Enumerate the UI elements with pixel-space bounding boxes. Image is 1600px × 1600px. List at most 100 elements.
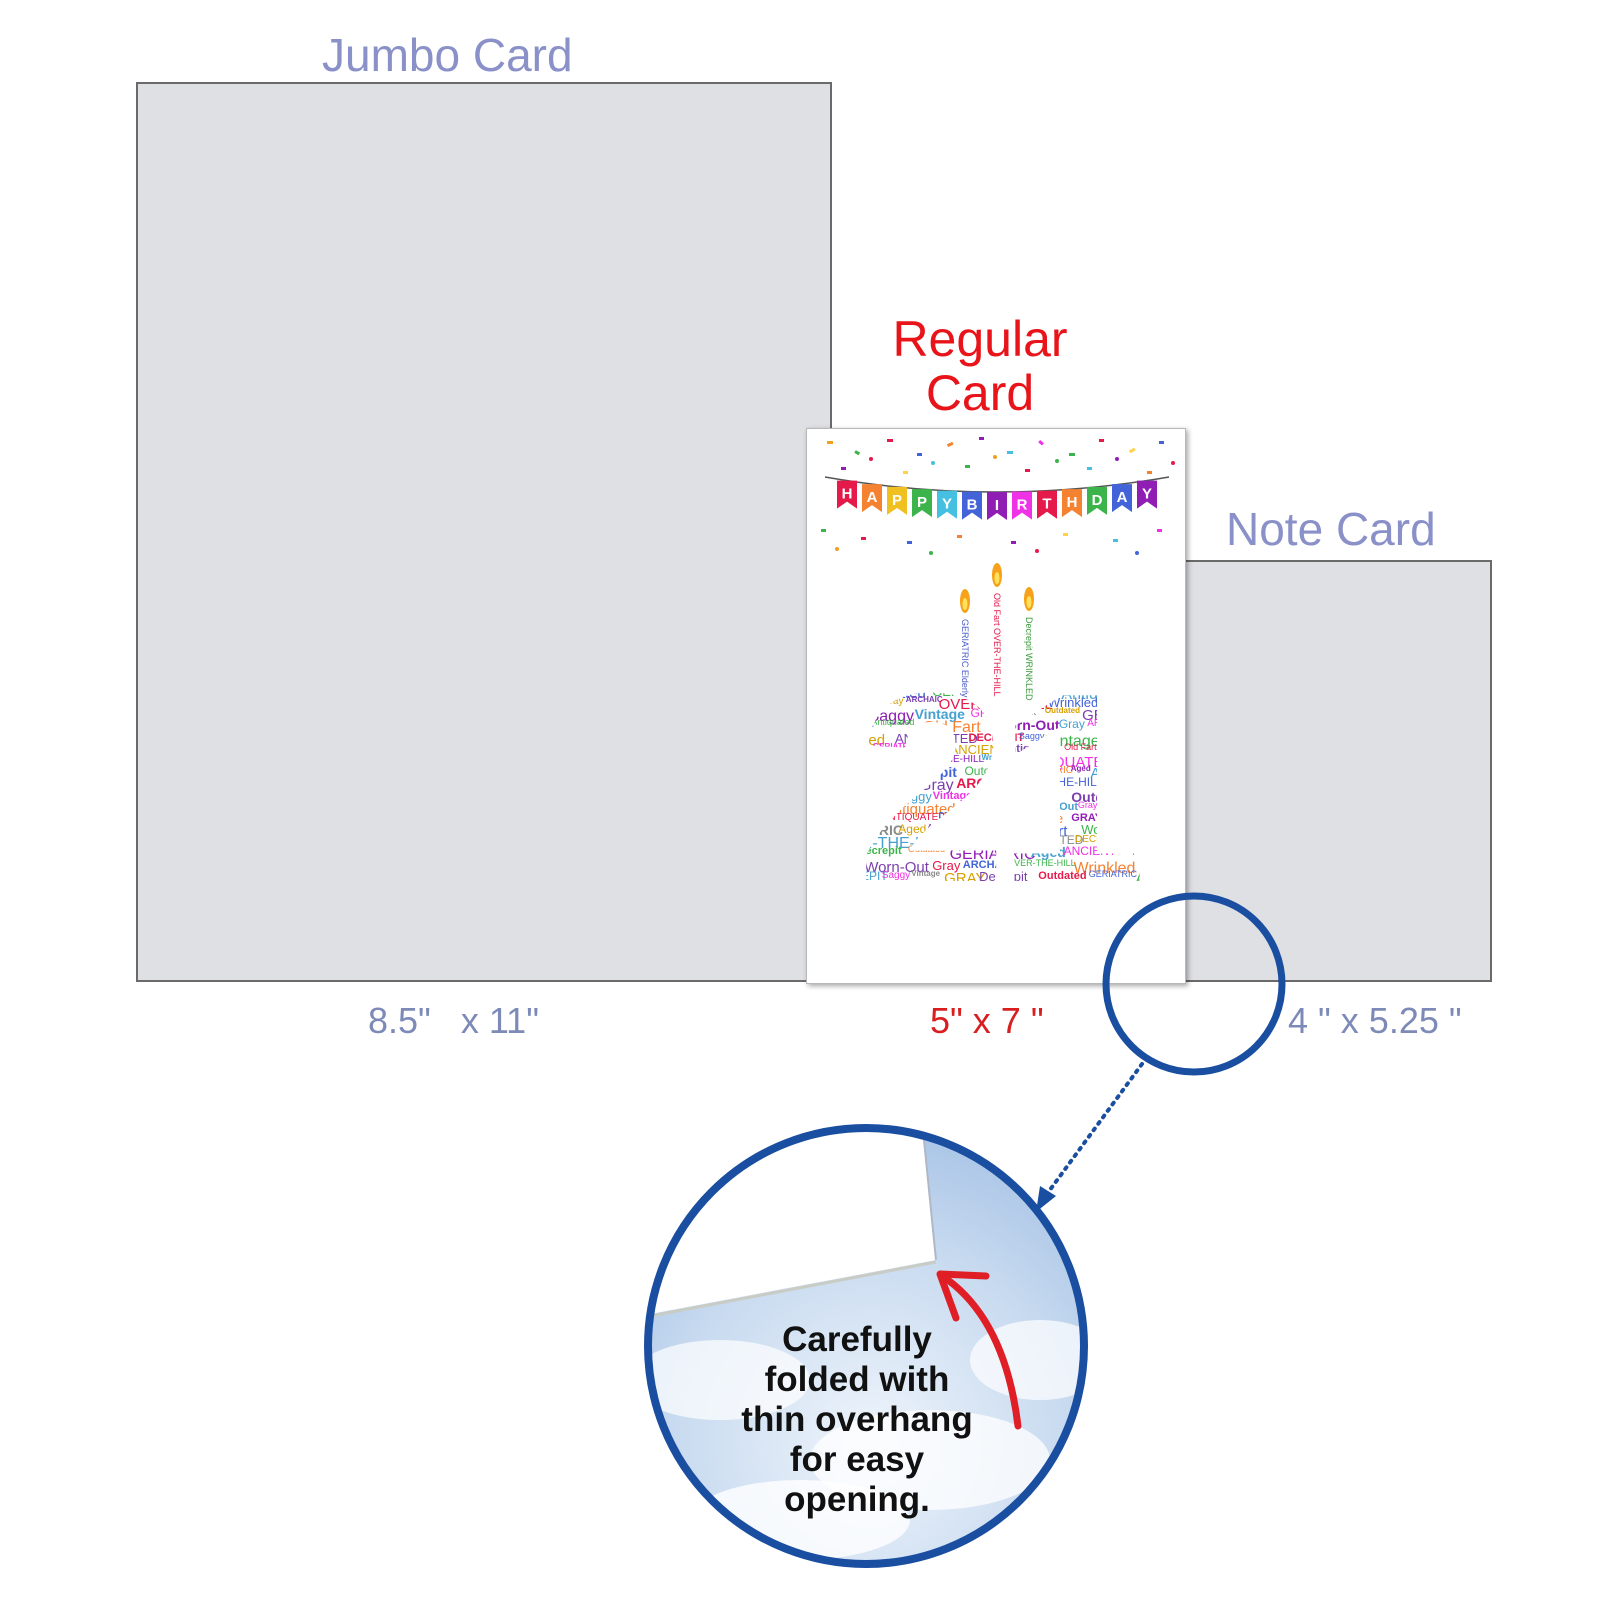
word-cloud-word: Vintage <box>1019 811 1063 826</box>
word-cloud-word: Worn-Out <box>864 859 930 876</box>
red-arrow-icon <box>944 1276 1022 1430</box>
note-card-title: Note Card <box>1226 503 1436 555</box>
card-overhang-edge <box>648 1260 937 1320</box>
word-cloud-word: Worn-Out <box>1028 801 1079 813</box>
candle-flame-core <box>1026 596 1032 608</box>
note-card <box>1180 560 1492 982</box>
word-cloud-word: Wrinkled <box>1100 776 1139 787</box>
word-cloud-word: Wrinkled <box>827 811 873 825</box>
word-cloud-word: Antiquated <box>883 880 940 894</box>
word-cloud-word: Outdated <box>1071 789 1132 805</box>
word-cloud-word: Decrepit <box>1098 811 1132 821</box>
word-cloud-word: ARCHAIC <box>1100 802 1172 819</box>
word-cloud-word: DECREPIT <box>939 811 980 820</box>
word-cloud-word: ANCIENT <box>1025 684 1065 694</box>
word-cloud-word: Outdated <box>964 764 1013 778</box>
word-cloud-word: Decrepit <box>827 684 859 693</box>
word-cloud-word: Wrinkled <box>982 753 1016 762</box>
regular-card-size: 5" x 7 " <box>930 1000 1044 1041</box>
word-cloud-word: ANTIQUATED <box>895 731 978 746</box>
small-zoom-circle <box>1102 892 1286 1076</box>
regular-card-title: Regular Card <box>880 312 1080 420</box>
word-cloud-word: GERIATRIC <box>932 684 1002 699</box>
callout-line: thin overhang <box>741 1400 973 1439</box>
word-cloud-word: DECREPIT <box>969 732 1025 744</box>
callout-dotted-connector <box>1042 1062 1144 1200</box>
banner-flag <box>987 492 1007 520</box>
word-cloud-word: Outdated <box>908 844 945 854</box>
word-cloud-word: Wrinkled <box>1048 695 1098 710</box>
word-cloud-word: DECREPIT <box>827 790 903 807</box>
banner-letter: A <box>867 489 878 506</box>
callout-line: opening. <box>784 1480 930 1519</box>
jumbo-card <box>136 82 832 982</box>
word-cloud-word: GRAY <box>944 870 985 887</box>
banner-letter: H <box>1067 494 1078 511</box>
word-cloud-word: ARCHAIC <box>860 753 914 767</box>
word-cloud-word: ANCIENT <box>927 823 971 834</box>
word-cloud-word: Saggy <box>895 789 932 804</box>
word-cloud-word: Worn-Out <box>997 880 1034 889</box>
word-cloud-word: DECREPIT <box>1103 753 1169 768</box>
jumbo-card-title: Jumbo Card <box>322 29 573 81</box>
word-cloud-word: Vintage <box>1046 733 1100 750</box>
word-cloud-word: Wrinkled <box>943 833 1002 849</box>
word-cloud-word: Gray <box>932 858 961 873</box>
word-cloud-word: Gray <box>1059 717 1085 731</box>
word-cloud-word: ANCIENT <box>1064 844 1117 858</box>
word-cloud-word: Decrepit <box>901 764 957 780</box>
word-cloud-word: ANCIENT <box>827 718 876 730</box>
word-cloud-word: Aged <box>999 685 1027 697</box>
banner-string <box>824 476 1170 493</box>
word-cloud-word: ANCIENT <box>851 800 887 809</box>
word-cloud-word: OVER-THE-HILL <box>1121 881 1186 893</box>
word-cloud-word: ANTIQUATED <box>1107 696 1178 708</box>
word-cloud-word: Decrepit <box>999 791 1059 808</box>
word-cloud-word: GERIATRIC <box>1089 869 1138 879</box>
callout-text: Carefully folded with thin overhang for … <box>702 1320 1012 1520</box>
word-cloud-word: ARCHAIC <box>963 859 1014 871</box>
red-arrowhead-icon <box>936 1270 990 1322</box>
word-cloud-word: Outdated <box>1045 706 1080 715</box>
word-cloud-word: Worn-Out <box>1081 822 1137 837</box>
banner-flag <box>837 480 857 509</box>
word-cloud-word: Outdated <box>864 685 926 702</box>
callout-line: for easy <box>789 1440 925 1479</box>
word-cloud-word: Old Fart <box>951 881 987 892</box>
candle-flame-core <box>962 598 968 610</box>
word-cloud-word: Worn-Out <box>995 717 1060 733</box>
word-cloud-word: DECREPIT <box>1075 834 1126 845</box>
regular-card-title-line1: Regular <box>892 311 1068 367</box>
word-cloud-word: Old Fart <box>827 858 858 867</box>
word-cloud-word: Worn-Out <box>827 695 879 709</box>
candle-word-column: Old Fart OVER-THE-HILL <box>992 593 1002 697</box>
banner-letter: B <box>967 497 978 514</box>
word-cloud-word: OVER-THE-HILL <box>1128 717 1186 726</box>
word-cloud-word: GRAY <box>977 789 1002 799</box>
word-cloud-word: Antiquated <box>884 801 956 818</box>
word-cloud-word: Antiquated <box>871 717 914 727</box>
word-cloud-word: Aged <box>898 822 926 836</box>
word-cloud-word: Vintage <box>933 790 973 802</box>
banner-flag <box>937 490 957 519</box>
candle-word-column: GERIATRIC Elderly <box>960 619 970 698</box>
word-cloud-word: Old Fart <box>968 800 1015 815</box>
banner-flag <box>1087 486 1107 515</box>
word-cloud-word: OVER-THE-HILL <box>908 754 985 765</box>
word-cloud-word: GERIATRIC <box>827 822 903 838</box>
word-cloud-word: Decrepit <box>979 869 1028 884</box>
word-cloud-word: GRAY <box>827 844 863 859</box>
word-cloud-word: ANTIQUATED <box>1019 754 1115 771</box>
banner-letter: D <box>1092 492 1103 509</box>
word-cloud-word: OVER-THE-HILL <box>939 696 1053 713</box>
word-cloud-word: Old Fart <box>827 776 870 788</box>
banner-flag <box>1062 489 1082 518</box>
word-cloud-word: ARCHAIC <box>1069 880 1128 895</box>
jumbo-card-size: 8.5" x 11" <box>368 1000 539 1041</box>
word-cloud-word: Antiquated <box>1112 845 1160 856</box>
word-cloud-word: Antiquated <box>967 822 1009 831</box>
word-cloud-word: ARCHAIC <box>956 775 1021 791</box>
banner-letter: A <box>1117 489 1128 506</box>
banner-flag <box>887 486 907 515</box>
